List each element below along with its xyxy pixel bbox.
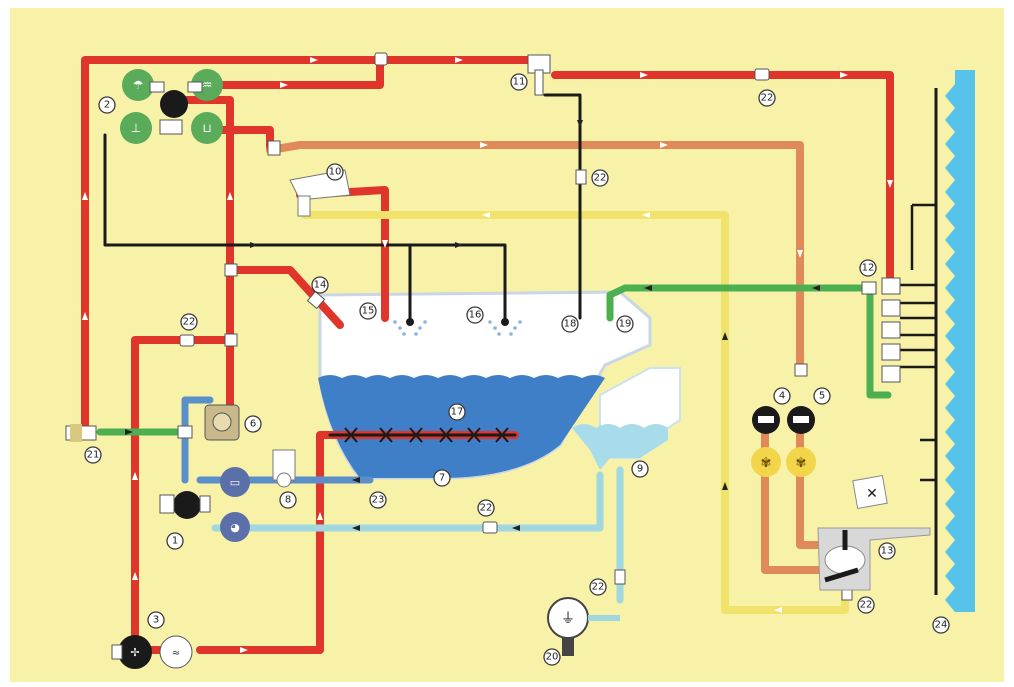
svg-text:10: 10 [329,167,342,178]
pump-3: ✢ ≈ [111,635,193,669]
callout-22d: 22 [477,499,495,517]
callout-17: 17 [448,403,466,421]
svg-text:2: 2 [104,100,110,111]
fittings [177,52,877,601]
svg-text:7: 7 [439,473,445,484]
svg-text:11: 11 [513,77,526,88]
svg-text:23: 23 [372,495,385,506]
valve-cluster-2: ☂ ♒ ⊥ ⊔ [120,69,223,144]
spray-heads [393,318,522,336]
callout-2: 2 [98,96,116,114]
yellow-water-pipes [301,211,849,614]
fitting-21 [65,424,97,442]
no-drink-icon: ✕ [866,486,878,502]
callout-10: 10 [326,163,344,181]
callout-3: 3 [147,611,165,629]
sink-icon: ♒ [202,78,213,92]
tap-icon: ⊥ [131,121,141,135]
svg-text:8: 8 [285,495,291,506]
accumulator-8 [272,449,296,488]
valve-11 [527,54,551,96]
svg-text:19: 19 [619,319,632,330]
pump-icon: ◕ [230,521,240,534]
fresh-water-level [318,375,605,478]
callout-23: 23 [369,491,387,509]
sea-water [945,70,975,612]
callout-15: 15 [359,302,377,320]
callout-19: 19 [616,315,634,333]
callout-22b: 22 [591,169,609,187]
drink-icon: ✾ [796,456,807,471]
svg-text:18: 18 [564,319,577,330]
callout-22e: 22 [589,578,607,596]
svg-text:22: 22 [860,600,873,611]
svg-text:24: 24 [935,620,948,631]
fan-icon: ✢ [130,646,139,659]
callout-22f: 22 [857,596,875,614]
callout-18: 18 [561,315,579,333]
gauge-icon: ⏚ [561,611,575,627]
svg-text:15: 15 [362,306,375,317]
callout-13: 13 [878,542,896,560]
callout-21: 21 [84,446,102,464]
dark-flow-arrows [125,120,820,531]
svg-text:17: 17 [451,407,464,418]
svg-text:9: 9 [637,464,643,475]
water-icon: ≈ [172,648,180,659]
callout-5: 5 [813,387,831,405]
svg-text:22: 22 [480,503,493,514]
callout-12: 12 [859,259,877,277]
callouts: 1 2 3 4 5 6 7 8 9 10 11 12 13 14 15 16 1… [84,73,950,666]
callout-20: 20 [543,648,561,666]
callout-24: 24 [932,616,950,634]
callout-14: 14 [311,276,329,294]
callout-22a: 22 [180,313,198,331]
callout-4: 4 [773,387,791,405]
svg-text:3: 3 [153,615,159,626]
manifold-12 [881,277,901,383]
gauge-20: ⏚ [547,597,620,656]
filter-6 [204,404,240,441]
svg-text:14: 14 [314,280,327,291]
callout-16: 16 [466,306,484,324]
toilet-13: ✕ [817,475,931,591]
svg-text:5: 5 [819,391,825,402]
callout-22c: 22 [758,89,776,107]
svg-text:22: 22 [594,173,607,184]
svg-text:22: 22 [183,317,196,328]
svg-text:22: 22 [761,93,774,104]
tank-icon: ▭ [230,476,240,489]
sprinkler-marks [344,427,509,443]
no-drink-icon: ✾ [761,456,772,471]
valves-4-5: ✾ ✾ [751,406,816,477]
callout-8: 8 [279,491,297,509]
shower-icon: ☂ [133,78,144,92]
callout-11: 11 [510,73,528,91]
svg-text:21: 21 [87,450,100,461]
through-hull-lines [900,203,936,482]
svg-text:4: 4 [779,391,785,402]
callout-1: 1 [166,532,184,550]
svg-text:1: 1 [172,536,178,547]
grey-water-level [572,424,668,470]
pump-group-1: ▭ ◕ [159,467,250,542]
green-pipes [96,284,892,436]
svg-text:22: 22 [592,582,605,593]
svg-text:20: 20 [546,652,559,663]
flow-arrows [82,57,893,653]
callout-6: 6 [244,415,262,433]
callout-7: 7 [433,469,451,487]
svg-text:12: 12 [862,263,875,274]
drain-pipes [103,93,582,437]
svg-text:13: 13 [881,546,894,557]
svg-text:6: 6 [250,419,256,430]
svg-text:16: 16 [469,310,482,321]
callout-9: 9 [631,460,649,478]
basin-icon: ⊔ [202,121,211,135]
